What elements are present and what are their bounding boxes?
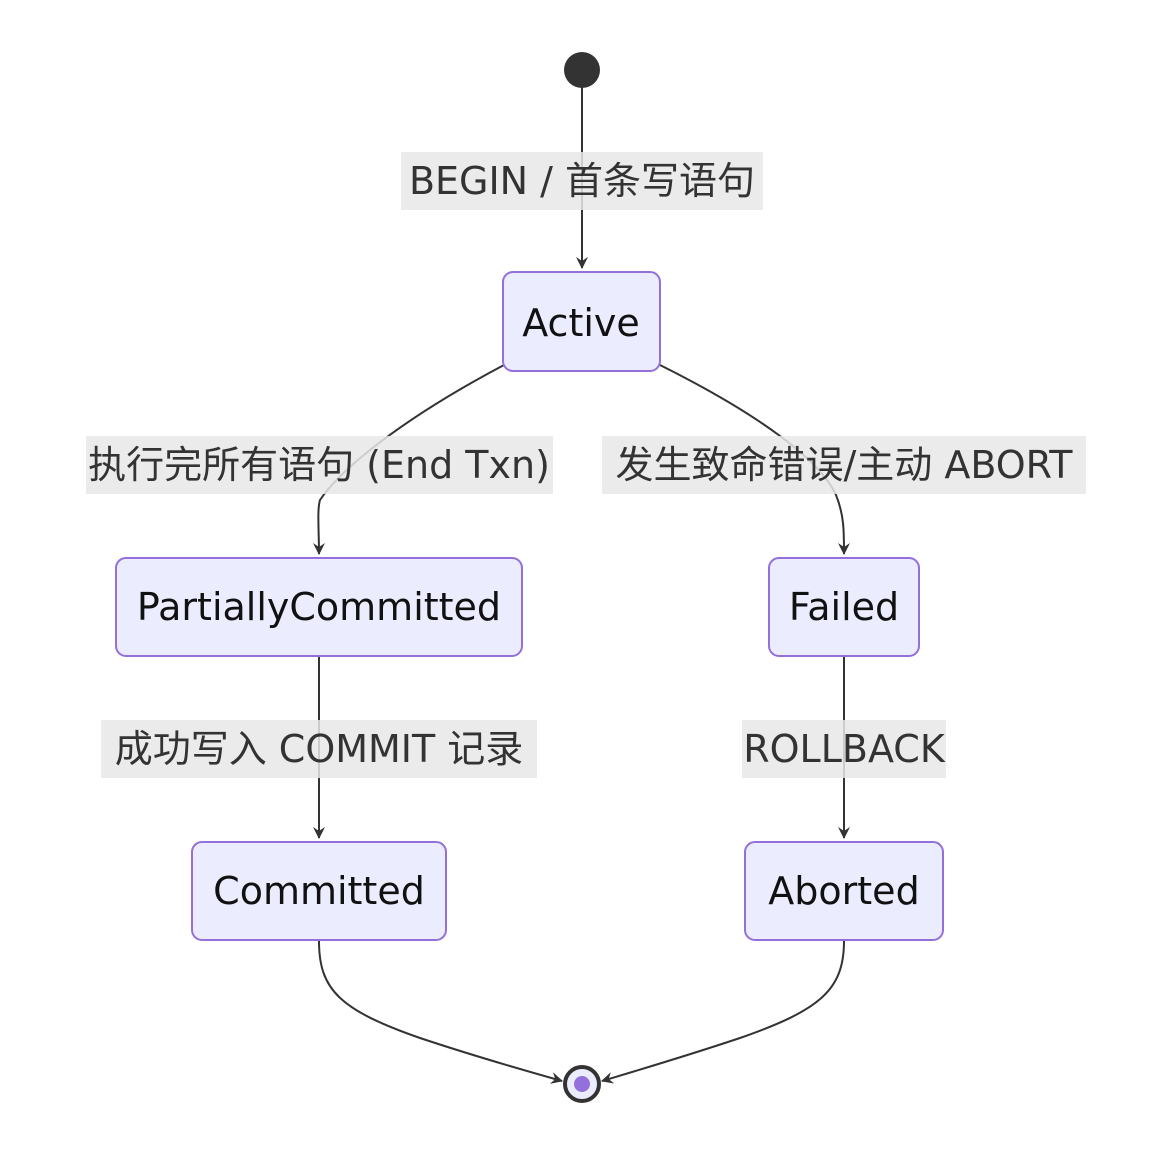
state-label: PartiallyCommitted — [137, 585, 501, 629]
transition-label-abort: 发生致命错误/主动 ABORT — [602, 436, 1086, 494]
state-active[interactable]: Active — [502, 271, 661, 372]
transition-label-commit-record: 成功写入 COMMIT 记录 — [101, 720, 537, 778]
state-partially-committed[interactable]: PartiallyCommitted — [115, 557, 523, 657]
state-label: Aborted — [768, 869, 919, 913]
state-label: Failed — [789, 585, 899, 629]
transition-label-rollback: ROLLBACK — [742, 720, 946, 778]
end-state-marker — [563, 1065, 601, 1103]
transition-label-begin: BEGIN / 首条写语句 — [401, 152, 763, 210]
state-label: Active — [522, 301, 640, 345]
transition-label-end-txn: 执行完所有语句 (End Txn) — [86, 436, 553, 494]
svg-text:发生致命错误/主动 ABORT: 发生致命错误/主动 ABORT — [615, 443, 1073, 487]
state-label: Committed — [213, 869, 425, 913]
start-state-marker — [564, 52, 600, 88]
state-aborted[interactable]: Aborted — [744, 841, 944, 941]
edge-committed-to-end — [318, 940, 563, 1084]
edge-aborted-to-end — [601, 940, 845, 1084]
svg-text:成功写入 COMMIT 记录: 成功写入 COMMIT 记录 — [115, 727, 524, 771]
svg-text:BEGIN / 首条写语句: BEGIN / 首条写语句 — [409, 159, 755, 203]
svg-text:执行完所有语句 (End Txn): 执行完所有语句 (End Txn) — [88, 443, 550, 487]
state-committed[interactable]: Committed — [191, 841, 447, 941]
svg-text:ROLLBACK: ROLLBACK — [743, 727, 946, 771]
state-failed[interactable]: Failed — [768, 557, 920, 657]
